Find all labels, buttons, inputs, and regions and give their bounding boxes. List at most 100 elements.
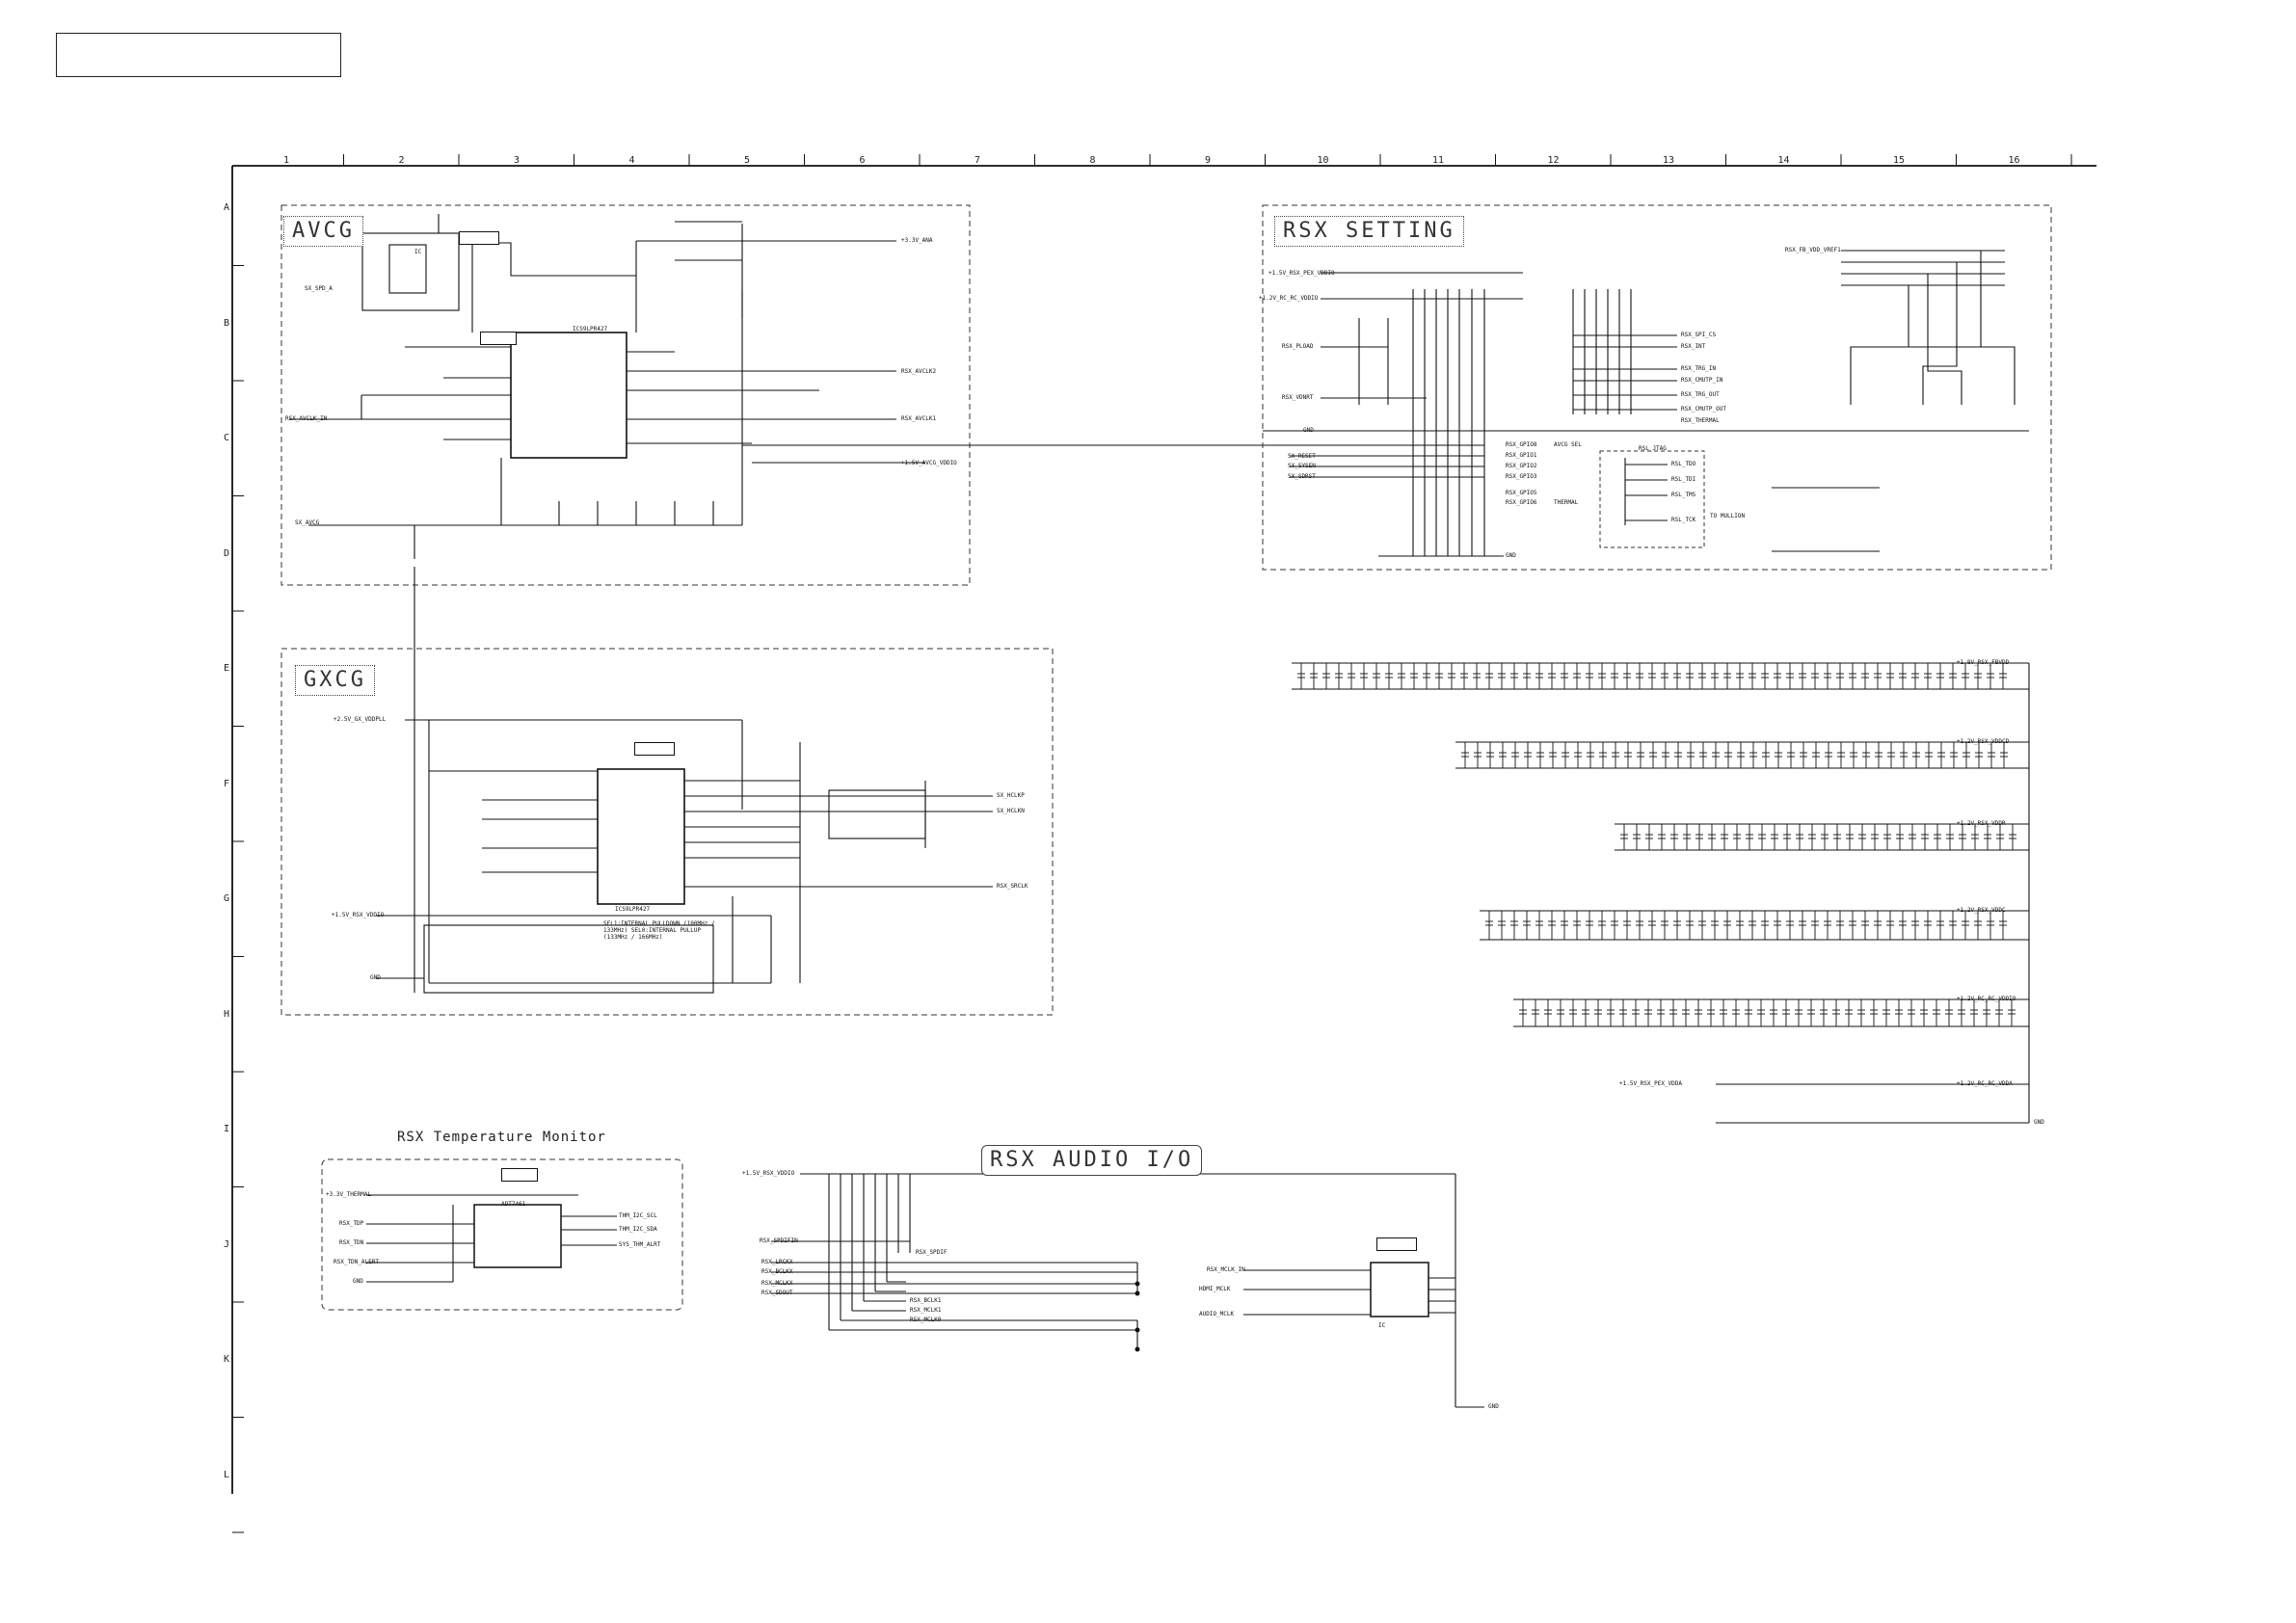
- net-sx-sdrst: SX_SDRST: [1288, 473, 1316, 480]
- row-label: B: [223, 317, 230, 329]
- column-label: 4: [628, 155, 635, 166]
- net-rsx-vdnrt: RSX_VDNRT: [1282, 394, 1314, 401]
- audio-ic-tag: [1376, 1237, 1417, 1251]
- net-rsx-tdp: RSX_TDP: [339, 1220, 364, 1227]
- net-rsx-avclk2: RSX_AVCLK2: [901, 368, 937, 375]
- net-rsx-bclk1: RSX_BCLK1: [910, 1297, 942, 1304]
- section-title-audio-io: RSX AUDIO I/O: [981, 1145, 1203, 1176]
- net-rsx-mclkx: RSX_MCLKX: [761, 1280, 793, 1287]
- row-label: A: [223, 202, 230, 213]
- net-thm-i2c-sda: THM_I2C_SDA: [619, 1226, 657, 1233]
- net-rsx-vddr: +1.2V_RSX_VDDR: [1957, 820, 2006, 827]
- net-rsx-gpio3: RSX_GPIO3: [1506, 473, 1537, 480]
- net-gx-vddpll: +2.5V_GX_VDDPLL: [334, 716, 387, 723]
- net-rsx-pex-vddio: +1.5V_RSX_PEX_VDDIO: [1268, 270, 1335, 277]
- section-title-rsx-setting: RSX SETTING: [1274, 216, 1464, 247]
- row-label: K: [223, 1354, 230, 1365]
- net-rsx-spi-cs: RSX_SPI_CS: [1681, 332, 1717, 338]
- net-rsx-gpio1: RSX_GPIO1: [1506, 452, 1537, 459]
- net-rsx-mclk1: RSX_MCLK1: [910, 1307, 942, 1314]
- net-ral-tck: RSL_TCK: [1671, 517, 1696, 523]
- temp-ic-tag: [501, 1168, 538, 1182]
- gxcg-ic-part: ICS9LPR427: [615, 906, 651, 913]
- row-label: L: [223, 1469, 230, 1480]
- net-rc-vddio: +1.2V_RC_RC_VDDIO: [1259, 295, 1319, 302]
- gxcg-ic-tag: [634, 742, 675, 756]
- net-to-mullion: TO MULLION: [1710, 513, 1746, 519]
- net-ral-tdo: RSL_TDO: [1671, 461, 1696, 467]
- net-rsx-bclkx: RSX_BCLKX: [761, 1268, 793, 1275]
- net-rsx-spdifin: RSX_SPDIFIN: [760, 1237, 798, 1244]
- net-rsx-gpio6: RSX_GPIO6: [1506, 499, 1537, 506]
- row-label: E: [223, 663, 230, 674]
- column-label: 7: [974, 155, 981, 166]
- net-rsx-fbvdd: +1.8V_RSX_FBVDD: [1957, 659, 2010, 666]
- row-label: G: [223, 893, 230, 904]
- net-rsx-gpio2: RSX_GPIO2: [1506, 463, 1537, 469]
- net-ral-tdi: RSL_TDI: [1671, 476, 1696, 483]
- net-audio-mclk: AUDIO_MCLK: [1199, 1311, 1235, 1317]
- column-label: 16: [2008, 155, 2020, 166]
- column-label: 5: [743, 155, 751, 166]
- net-sx-spd-a: SX_SPD_A: [305, 285, 333, 292]
- net-rsx-sdout: RSX_SDOUT: [761, 1290, 793, 1296]
- row-label: J: [223, 1238, 230, 1250]
- net-sx-sysen: SX_SYSEN: [1288, 463, 1316, 469]
- net-rsx-avclk1: RSX_AVCLK1: [901, 415, 937, 422]
- net-sx-reset: SX_RESET: [1288, 453, 1316, 460]
- column-label: 10: [1317, 155, 1329, 166]
- row-label: I: [223, 1124, 230, 1134]
- row-label: C: [223, 433, 230, 443]
- column-label: 1: [282, 155, 290, 166]
- net-rc-vddio-rail: +1.2V_RC_RC_VDDIO: [1957, 996, 2016, 1002]
- net-hdmi-mclk: HDMI_MCLK: [1199, 1286, 1231, 1292]
- column-label: 13: [1662, 155, 1675, 166]
- net-gnd-rail: GND: [2034, 1119, 2044, 1126]
- column-label: 9: [1204, 155, 1212, 166]
- net-rsx-vddc: +1.2V_RSX_VDDC: [1957, 907, 2006, 914]
- column-label: 12: [1547, 155, 1560, 166]
- net-rsx-vddcd: +1.2V_RSX_VDDCD: [1957, 738, 2010, 745]
- section-title-avcg: AVCG: [283, 216, 363, 247]
- net-audio-vddio: +1.5V_RSX_VDDIO: [742, 1170, 795, 1177]
- column-label: 2: [398, 155, 405, 166]
- net-rsx-avclk-in: RSX_AVCLK_IN: [285, 415, 328, 422]
- avcg-osc-part: IC: [414, 249, 422, 255]
- net-rsx-cmutp-in: RSX_CMUTP_IN: [1681, 377, 1723, 384]
- net-3v3-ana: +3.3V_ANA: [901, 237, 933, 244]
- net-rsx-mclk-in: RSX_MCLK_IN: [1207, 1266, 1245, 1273]
- avcg-ic-part: ICS9LPR427: [573, 326, 608, 333]
- net-avcg-vddio: +1.5V_AVCG_VDDIO: [901, 460, 957, 466]
- net-rsx-gpio5: RSX_GPIO5: [1506, 490, 1537, 496]
- net-gnd-temp: GND: [353, 1278, 363, 1285]
- column-label: 3: [513, 155, 521, 166]
- net-rc-vdda: +1.2V_RC_RC_VDDA: [1957, 1080, 2013, 1087]
- column-label: 14: [1777, 155, 1790, 166]
- gxcg-note: SEL1:INTERNAL PULLDOWN (100MHz / 133MHz)…: [603, 920, 715, 941]
- net-sx-hclkp: SX_HCLKP: [997, 792, 1025, 799]
- net-rsx-thermal: RSX_THERMAL: [1681, 417, 1720, 424]
- audio-ic-part: IC: [1378, 1322, 1386, 1329]
- net-ral-jtag: RSL_JTAG: [1639, 445, 1667, 452]
- net-gnd-audio: GND: [1488, 1403, 1499, 1410]
- net-rsx-tdn: RSX_TDN: [339, 1239, 364, 1246]
- net-rsx-gpio8: RSX_GPIO8: [1506, 441, 1537, 448]
- section-title-temp-monitor: RSX Temperature Monitor: [397, 1130, 606, 1145]
- net-avcg-sel: AVCG SEL: [1554, 441, 1582, 448]
- net-thermal-3v: +3.3V_THERMAL: [326, 1191, 371, 1198]
- net-gnd-rsx: GND: [1303, 427, 1314, 434]
- temp-ic-part: ADT7461: [501, 1201, 526, 1208]
- net-rsx-cmutp-out: RSX_CMUTP_OUT: [1681, 406, 1726, 412]
- net-fb-vref: RSX_FB_VDD_VREF1: [1785, 247, 1841, 253]
- net-thm-i2c-scl: THM_I2C_SCL: [619, 1212, 657, 1219]
- net-rsx-lrckx: RSX_LRCKX: [761, 1259, 793, 1265]
- column-label: 15: [1892, 155, 1906, 166]
- net-gnd-gxcg: GND: [370, 974, 381, 981]
- net-ral-tms: RSL_TMS: [1671, 492, 1696, 498]
- net-sys-thm-alrt: SYS_THM_ALRT: [619, 1241, 661, 1248]
- net-rsx-mclk0: RSX_MCLK0: [910, 1317, 942, 1323]
- column-label: 11: [1431, 155, 1445, 166]
- net-sx-hclkn: SX_HCLKN: [997, 808, 1025, 814]
- net-rsx-vddio: +1.5V_RSX_VDDIO: [332, 912, 385, 918]
